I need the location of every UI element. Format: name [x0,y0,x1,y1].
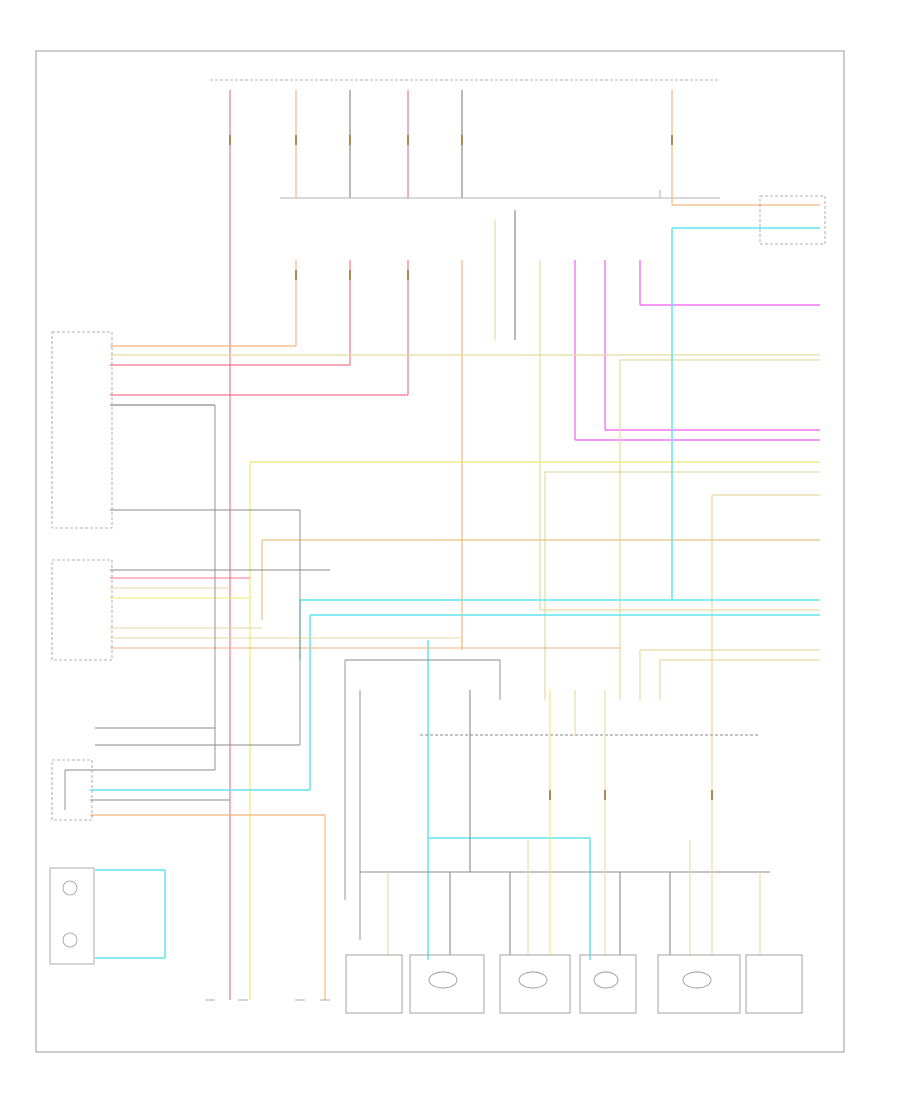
headlamp-switch-box [51,331,113,529]
license-lamp-left [345,954,403,1014]
license-lamp-right [745,954,803,1014]
diagram-border [35,50,845,1053]
lamp-bus [344,659,770,940]
multifunction-wires [64,405,301,810]
right-tail-lamp-outer [657,954,741,1014]
bulb-icon [62,880,78,896]
rear-lamps [345,954,803,1014]
turn-signal-switch-box [51,559,113,661]
connector-ticks [229,135,713,800]
left-tail-lamp-inner [499,954,571,1014]
headlamp-switch-wires [110,345,820,406]
long-horizontal-wires [249,359,820,1000]
magenta-wires [575,300,820,441]
fuse-feeds [229,90,820,1000]
left-tail-lamp-outer [409,954,485,1014]
orange-lower-wire [90,814,326,1000]
fuse-block-top [210,79,720,199]
bulb-icon [682,971,712,989]
bulb-icon [62,932,78,948]
bulb-icon [428,971,458,989]
hazard-switch-box [51,759,93,821]
turn-signal-wires [110,569,620,649]
bulb-icon [593,971,619,989]
bulb-icon [518,971,548,989]
right-tail-lamp-inner [579,954,637,1014]
license-lamp-box [49,867,95,965]
relay-box [759,195,826,245]
feed-drops [295,210,641,650]
lamp-drops [387,690,761,955]
cyan-wires [90,227,820,960]
